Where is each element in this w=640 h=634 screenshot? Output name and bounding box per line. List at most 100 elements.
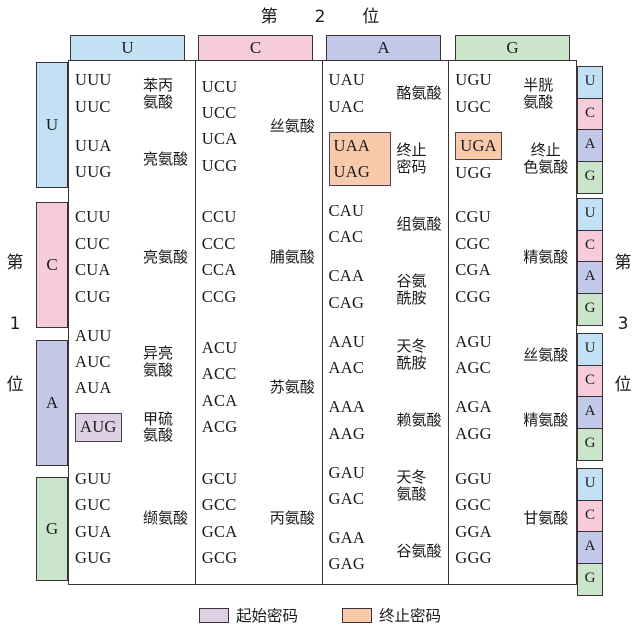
codon-ACC: ACC xyxy=(201,364,237,384)
codon-group: AUG 甲硫氨酸 xyxy=(75,402,191,454)
legend-swatch xyxy=(342,607,372,623)
codon-GGU: GGU xyxy=(455,468,492,488)
row-letter-A: A xyxy=(36,340,68,466)
amino-acid-label: 天冬酰胺 xyxy=(397,338,427,372)
codon-UGG: UGG xyxy=(455,163,492,183)
amino-acid-line: 天冬 xyxy=(396,337,427,356)
codon-GCA: GCA xyxy=(201,521,238,541)
amino-acid-label: 苏氨酸 xyxy=(270,379,315,396)
first-position-prefix: 第 xyxy=(6,253,24,273)
amino-acid-line: 氨酸 xyxy=(143,92,174,111)
amino-acid-label: 谷氨酰胺 xyxy=(397,273,427,307)
amino-acid-line: 氨酸 xyxy=(396,484,427,503)
third-position-cell-U: U xyxy=(578,469,602,501)
amino-acid-line: 组氨酸 xyxy=(396,215,442,234)
highlight-box: AUG xyxy=(75,413,122,442)
codon-CGA: CGA xyxy=(455,260,491,280)
amino-acid-label: 终止色氨酸 xyxy=(523,142,568,176)
amino-acid-line: 酰胺 xyxy=(396,354,427,373)
amino-acid-line: 终止 xyxy=(530,141,561,160)
amino-acid-line: 精氨酸 xyxy=(523,247,569,266)
amino-acid-label: 谷氨酸 xyxy=(397,543,442,560)
codon-GCC: GCC xyxy=(201,495,237,515)
second-position-title: 第 2 位 xyxy=(0,2,640,27)
codon-AGG: AGG xyxy=(455,423,492,443)
codon-GCU: GCU xyxy=(201,468,238,488)
codon-GUU: GUU xyxy=(75,468,112,488)
amino-acid-line: 终止 xyxy=(396,141,427,160)
codon-CAC: CAC xyxy=(328,227,364,247)
third-position-prefix: 第 xyxy=(614,253,632,273)
amino-acid-line: 缬氨酸 xyxy=(143,509,189,528)
codon-CCG: CCG xyxy=(201,286,237,306)
third-position-cell-C: C xyxy=(578,500,602,532)
legend: 起始密码终止密码 xyxy=(0,604,640,626)
codon-GUA: GUA xyxy=(75,521,112,541)
legend-item: 起始密码 xyxy=(198,604,298,626)
amino-acid-line: 氨酸 xyxy=(143,361,174,380)
amino-acid-line: 半胱 xyxy=(523,75,554,94)
amino-acid-label: 精氨酸 xyxy=(523,412,568,429)
codon-UGU: UGU xyxy=(455,70,492,90)
row-letter-U: U xyxy=(36,62,68,188)
column-header-G: G xyxy=(455,35,570,61)
codon-UCG: UCG xyxy=(201,155,238,175)
amino-acid-label: 甲硫氨酸 xyxy=(143,410,173,445)
codon-GCG: GCG xyxy=(201,548,238,568)
amino-acid-label: 亮氨酸 xyxy=(143,247,189,266)
codon-UAG: UAG xyxy=(333,162,371,182)
third-position-cell-G: G xyxy=(578,563,602,595)
codon-UCU: UCU xyxy=(201,76,238,96)
codon-CCC: CCC xyxy=(201,233,236,253)
amino-acid-label: 酪氨酸 xyxy=(397,85,442,102)
amino-acid-line: 色氨酸 xyxy=(523,158,569,177)
amino-acid-label: 异亮氨酸 xyxy=(143,345,173,379)
amino-acid-line: 亮氨酸 xyxy=(143,247,189,266)
codon-ACG: ACG xyxy=(201,417,238,437)
codon-ACA: ACA xyxy=(201,390,238,410)
codon-UCA: UCA xyxy=(201,129,238,149)
amino-acid-line: 丝氨酸 xyxy=(523,345,569,364)
amino-acid-label: 甘氨酸 xyxy=(523,510,568,527)
codon-CGG: CGG xyxy=(455,286,491,306)
codon-UGA: UGA xyxy=(455,131,517,161)
column-header-A: A xyxy=(326,35,441,61)
row-letter-G: G xyxy=(36,477,68,581)
amino-acid-label: 缬氨酸 xyxy=(143,510,188,527)
codon-list: GCU GCC GCA GCG xyxy=(202,466,264,572)
codon-GUC: GUC xyxy=(75,495,111,515)
first-position-suffix: 位 xyxy=(6,375,24,395)
amino-acid-line: 丝氨酸 xyxy=(269,116,315,135)
amino-acid-line: 异亮 xyxy=(143,344,174,363)
column-header-C: C xyxy=(198,35,313,61)
amino-acid-line: 密码 xyxy=(396,158,427,177)
amino-acid-line: 谷氨酸 xyxy=(396,541,442,560)
